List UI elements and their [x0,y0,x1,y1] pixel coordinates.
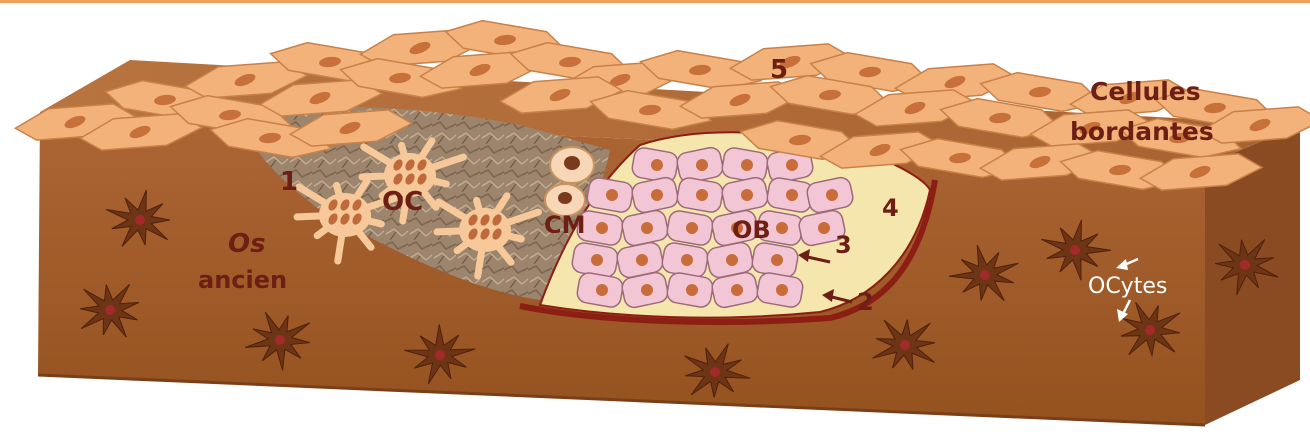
label-os: Os [228,229,266,259]
label-cm: CM [544,211,586,239]
label-ancien: ancien [198,266,287,294]
label-ocytes: OCytes [1088,274,1167,299]
label-bordantes: bordantes [1070,117,1214,146]
label-5: 5 [770,55,788,85]
label-2: 2 [857,288,874,316]
label-1: 1 [280,167,298,197]
label-oc: OC [382,187,423,217]
label-ob: OB [732,216,771,244]
label-cellules: Cellules [1090,77,1201,106]
label-4: 4 [882,194,899,222]
label-3: 3 [835,231,852,259]
